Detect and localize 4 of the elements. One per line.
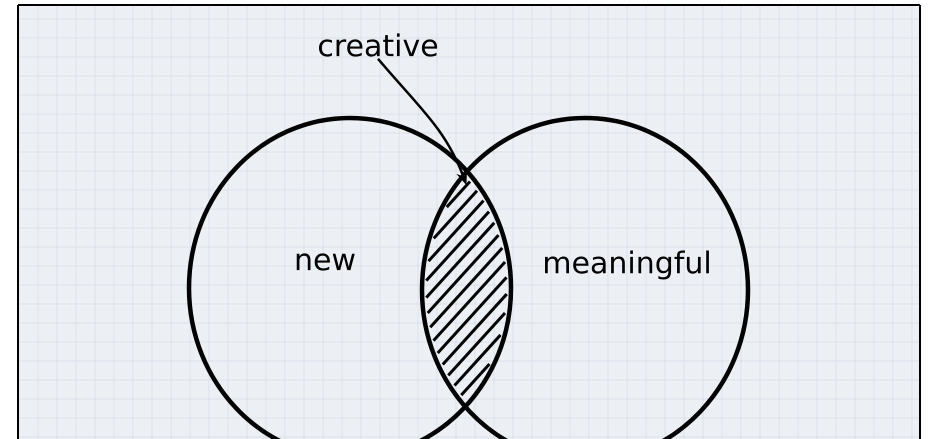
circle-label: new [296,253,355,271]
circle-label: meaningful [545,250,709,280]
callout-text: creative [319,33,438,57]
hatched-overlap [425,180,508,396]
